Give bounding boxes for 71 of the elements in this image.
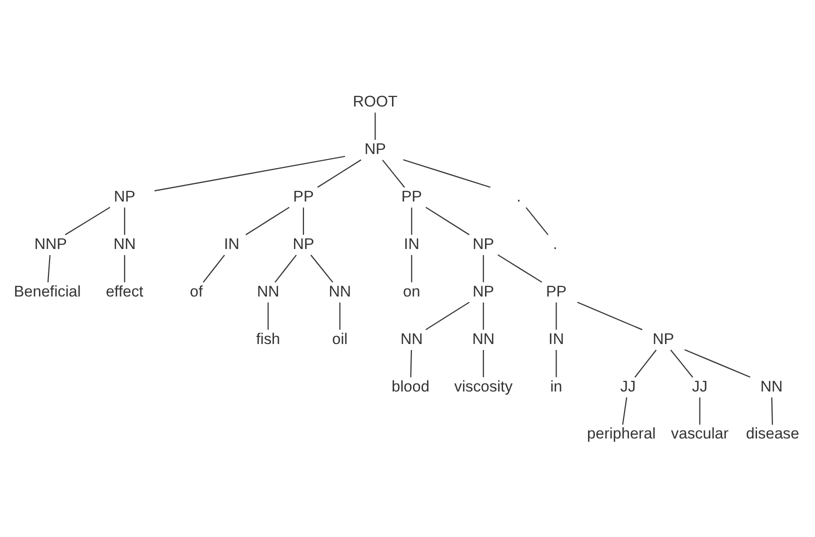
- node-text: .: [553, 236, 558, 253]
- connector: [482, 350, 484, 378]
- connector: [310, 254, 334, 283]
- node-text: NP: [364, 140, 386, 158]
- node-text: IN: [224, 236, 240, 253]
- node-text: PP: [293, 188, 314, 206]
- node-text: vascular: [671, 426, 729, 443]
- node-text: IN: [404, 236, 420, 253]
- node-text: PP: [401, 188, 422, 206]
- node-text: NNP: [34, 236, 67, 253]
- connector: [482, 255, 484, 282]
- connector: [634, 350, 657, 378]
- connector: [684, 349, 750, 378]
- connector: [482, 302, 484, 330]
- node-text: NN: [328, 283, 352, 300]
- connector: [302, 208, 304, 235]
- node-text: Beneficial: [14, 283, 81, 300]
- connector: [498, 254, 542, 283]
- node-text: NP: [472, 236, 494, 253]
- node-text: NN: [472, 330, 495, 348]
- connector: [274, 254, 297, 283]
- node-text: NP: [292, 236, 314, 253]
- node-text: on: [403, 283, 420, 300]
- node-text: NN: [760, 378, 783, 396]
- connector: [403, 159, 490, 188]
- node-text: NN: [400, 330, 423, 348]
- connector: [699, 397, 700, 425]
- node-text: NP: [652, 330, 674, 348]
- connector: [124, 208, 126, 235]
- connector: [47, 255, 51, 282]
- connector: [526, 207, 548, 236]
- node-text: JJ: [692, 378, 708, 396]
- node-text: of: [190, 283, 203, 300]
- connector: [426, 206, 470, 236]
- node-text: in: [550, 378, 562, 396]
- node-text: PP: [546, 283, 567, 300]
- connector: [268, 302, 269, 330]
- node-text: NN: [113, 236, 136, 253]
- connector: [771, 397, 773, 425]
- connector: [154, 156, 346, 192]
- connector: [556, 302, 557, 330]
- connector: [339, 302, 340, 330]
- connector: [64, 206, 110, 236]
- connector: [411, 208, 412, 235]
- connector: [410, 350, 412, 378]
- node-text: ROOT: [352, 93, 398, 110]
- node-text: IN: [548, 330, 564, 348]
- connector: [202, 254, 225, 283]
- node-text: .: [516, 188, 521, 206]
- connector: [670, 350, 694, 378]
- connector: [577, 302, 642, 330]
- node-text: effect: [106, 283, 144, 300]
- connector: [317, 159, 362, 188]
- node-text: disease: [746, 426, 800, 443]
- node-text: NN: [256, 283, 280, 300]
- connector: [411, 255, 412, 282]
- node-text: viscosity: [454, 378, 513, 396]
- node-text: oil: [332, 330, 348, 348]
- node-text: peripheral: [587, 426, 656, 443]
- connector: [124, 255, 126, 282]
- node-text: fish: [256, 330, 280, 348]
- connector: [622, 397, 628, 425]
- connector: [374, 112, 376, 140]
- node-text: NP: [472, 283, 494, 300]
- node-text: JJ: [620, 378, 636, 396]
- connector: [426, 302, 470, 330]
- connector: [246, 206, 290, 236]
- connector: [556, 350, 557, 378]
- node-text: blood: [392, 378, 430, 396]
- node-text: NP: [114, 188, 136, 206]
- connector: [382, 160, 405, 188]
